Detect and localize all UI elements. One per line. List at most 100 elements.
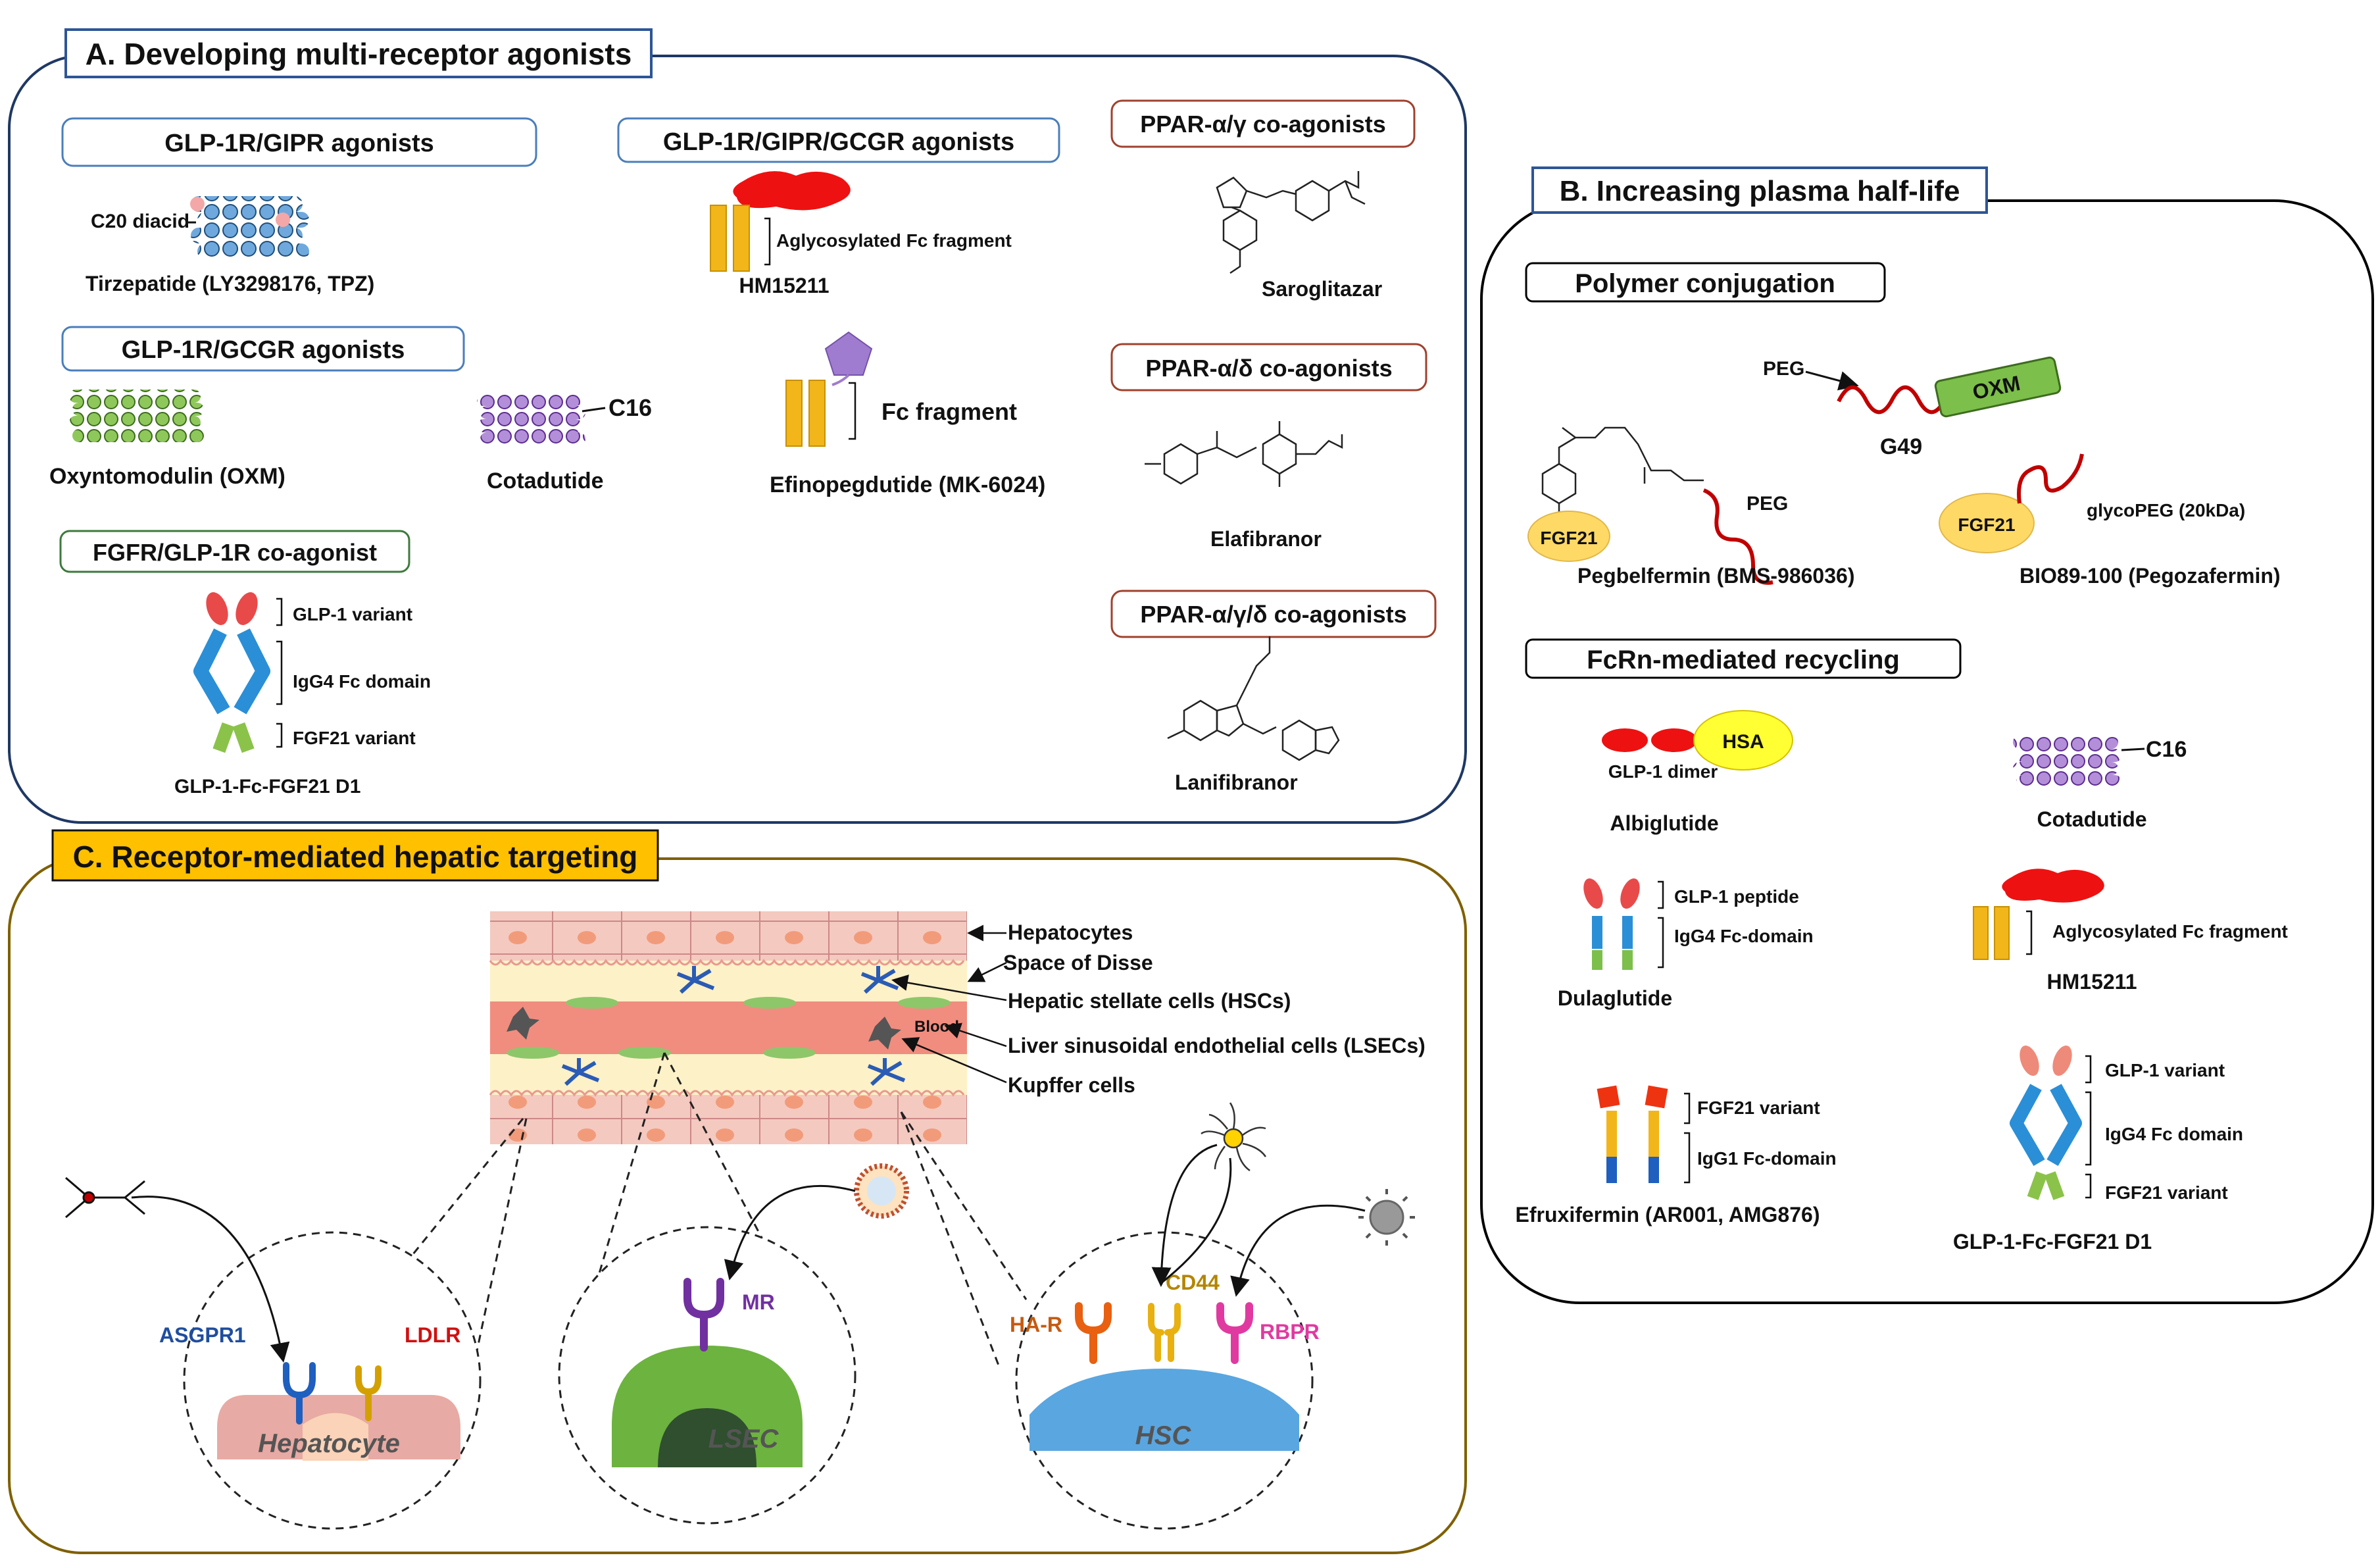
- ppar-ad-box: PPAR-α/δ co-agonists: [1145, 355, 1392, 382]
- fcrn-box: FcRn-mediated recycling: [1587, 645, 1900, 674]
- ppar-agd-box: PPAR-α/γ/δ co-agonists: [1140, 601, 1406, 628]
- efru-caption: Efruxifermin (AR001, AMG876): [1516, 1203, 1820, 1227]
- b-d1-label-3: FGF21 variant: [2105, 1182, 2228, 1203]
- a-d1-label-1: GLP-1 variant: [293, 604, 412, 624]
- efinopegdutide-fc-icon: [785, 331, 873, 447]
- dula-caption: Dulaglutide: [1558, 986, 1672, 1010]
- pegbelfermin-fgf21-icon: [1527, 511, 1610, 562]
- b-glp1-fc-fgf21-antibody-icon: [2010, 1046, 2082, 1200]
- panel-b: B. Increasing plasma half-life Polymer c…: [1480, 166, 2374, 1304]
- b-cotadutide-helix-icon: [2013, 736, 2121, 788]
- asgpr1-label: ASGPR1: [159, 1323, 246, 1347]
- g49-peg-label: PEG: [1763, 358, 1804, 380]
- b-hm-caption: HM15211: [2047, 970, 2137, 994]
- liver-label-kupffer: Kupffer cells: [1008, 1073, 1135, 1097]
- b-d1-label-1: GLP-1 variant: [2105, 1060, 2225, 1080]
- nanoparticle-icon: [1358, 1189, 1415, 1246]
- pegbelfermin-peg-chain-icon: [1702, 488, 1773, 585]
- dula-label-1: GLP-1 peptide: [1674, 886, 1799, 907]
- efru-label-2: IgG1 Fc-domain: [1697, 1148, 1837, 1169]
- cota-c16-label: C16: [608, 394, 652, 421]
- fgfr-glp1r-box: FGFR/GLP-1R co-agonist: [93, 539, 377, 566]
- saroglitazar-structure-icon: [1216, 171, 1366, 274]
- liposome-icon: [854, 1163, 909, 1219]
- dulaglutide-antibody-icon: [1583, 878, 1640, 970]
- oxm-caption: Oxyntomodulin (OXM): [49, 464, 285, 489]
- g49-peg-chain-icon: [1837, 385, 1946, 415]
- efru-label-1: FGF21 variant: [1697, 1098, 1820, 1118]
- panel-c: C. Receptor-mediated hepatic targeting: [8, 829, 1467, 1554]
- glp1r-gcgr-box: GLP-1R/GCGR agonists: [122, 336, 405, 364]
- a-hm-caption: HM15211: [739, 274, 830, 297]
- g49-caption: G49: [1880, 434, 1922, 459]
- efino-fc-label: Fc fragment: [881, 398, 1017, 425]
- micelle-icon: [1201, 1102, 1267, 1172]
- liver-label-lsec: Liver sinusoidal endothelial cells (LSEC…: [1008, 1034, 1426, 1057]
- elafibranor-structure-icon: [1145, 421, 1343, 487]
- mr-label: MR: [742, 1290, 775, 1314]
- tirzepatide-caption: Tirzepatide (LY3298176, TPZ): [86, 272, 374, 295]
- albi-caption: Albiglutide: [1610, 811, 1718, 835]
- cotadutide-caption: Cotadutide: [487, 468, 604, 493]
- tirzepatide-helix-icon: [190, 196, 309, 259]
- cd44-label: CD44: [1166, 1271, 1220, 1294]
- bio89-fgf21-icon: [1939, 493, 2035, 553]
- triple-box: GLP-1R/GIPR/GCGR agonists: [663, 128, 1014, 156]
- ldlr-receptor-icon: [355, 1365, 382, 1421]
- glp1r-gipr-box: GLP-1R/GIPR agonists: [164, 130, 434, 157]
- saroglitazar-caption: Saroglitazar: [1262, 277, 1382, 301]
- pegbelfermin-fgf21-label: FGF21: [1540, 528, 1597, 548]
- hm15211-fc-icon: [710, 171, 851, 272]
- efruxifermin-antibody-icon: [1597, 1085, 1668, 1183]
- lanifibranor-caption: Lanifibranor: [1175, 771, 1298, 794]
- cotadutide-helix-icon: [477, 393, 585, 445]
- albiglutide-icon: [1602, 710, 1793, 771]
- b-cota-c16-label: C16: [2146, 737, 2187, 762]
- blood-label: Blood: [914, 1018, 959, 1036]
- bio89-caption: BIO89-100 (Pegozafermin): [2020, 564, 2281, 588]
- bio89-fgf21-label: FGF21: [1958, 515, 2015, 535]
- liver-label-hsc: Hepatic stellate cells (HSCs): [1008, 989, 1291, 1013]
- rbpr-label: RBPR: [1260, 1320, 1320, 1344]
- efino-caption: Efinopegdutide (MK-6024): [770, 472, 1045, 497]
- pegbelfermin-structure-icon: [1541, 426, 1704, 523]
- rbpr-receptor-icon: [1216, 1302, 1253, 1364]
- bio89-peg-label: glycoPEG (20kDa): [2087, 500, 2245, 520]
- asgpr1-receptor-icon: [283, 1362, 316, 1425]
- liver-section-icon: [489, 911, 967, 1144]
- glp1-fc-fgf21-antibody-icon: [193, 592, 270, 753]
- panel-c-title: C. Receptor-mediated hepatic targeting: [73, 840, 638, 874]
- dula-label-2: IgG4 Fc-domain: [1674, 926, 1814, 946]
- liver-label-hepatocytes: Hepatocytes: [1008, 921, 1133, 944]
- b-hm-fc-label: Aglycosylated Fc fragment: [2052, 921, 2288, 942]
- b-d1-label-2: IgG4 Fc domain: [2105, 1124, 2243, 1144]
- mr-receptor-icon: [683, 1278, 724, 1352]
- lsec-caption: LSEC: [708, 1425, 780, 1454]
- hepatocyte-caption: Hepatocyte: [258, 1429, 400, 1458]
- b-d1-caption: GLP-1-Fc-FGF21 D1: [1953, 1230, 2152, 1253]
- elafibranor-caption: Elafibranor: [1210, 527, 1322, 551]
- panel-a: A. Developing multi-receptor agonists GL…: [8, 28, 1467, 824]
- panel-a-title: A. Developing multi-receptor agonists: [86, 37, 632, 71]
- a-d1-caption: GLP-1-Fc-FGF21 D1: [174, 776, 360, 797]
- albi-hsa-label: HSA: [1722, 731, 1764, 753]
- b-cota-caption: Cotadutide: [2037, 807, 2146, 831]
- bio89-peg-chain-icon: [2017, 453, 2084, 504]
- a-hm-fc-label: Aglycosylated Fc fragment: [776, 230, 1012, 251]
- oxyntomodulin-helix-icon: [69, 390, 204, 442]
- a-d1-label-3: FGF21 variant: [293, 728, 416, 748]
- galnac-ligand-icon: [65, 1176, 145, 1219]
- panel-b-title: B. Increasing plasma half-life: [1560, 175, 1960, 207]
- ppar-ag-box: PPAR-α/γ co-agonists: [1140, 111, 1386, 138]
- ha-r-label: HA-R: [1010, 1313, 1062, 1336]
- pegbelfermin-caption: Pegbelfermin (BMS-986036): [1577, 564, 1854, 588]
- b-hm15211-fc-icon: [1973, 869, 2104, 960]
- hsc-caption: HSC: [1135, 1421, 1192, 1450]
- pegbelfermin-peg-label: PEG: [1747, 493, 1788, 515]
- hepatocyte-zoom-circle: [183, 1231, 482, 1530]
- g49-oxm-icon: [1934, 356, 2062, 418]
- c20-diacid-label: C20 diacid: [91, 211, 189, 232]
- ldlr-label: LDLR: [405, 1323, 460, 1347]
- albi-dimer-label: GLP-1 dimer: [1608, 761, 1718, 782]
- lanifibranor-structure-icon: [1167, 636, 1340, 761]
